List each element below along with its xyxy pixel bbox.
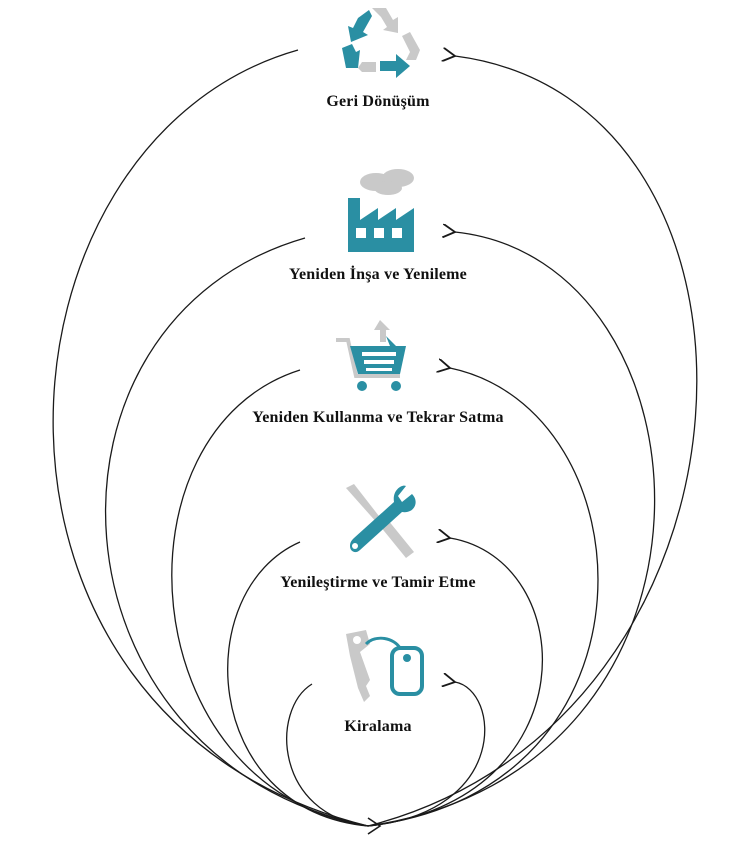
recycle-icon <box>342 8 420 78</box>
loop-rental-left <box>286 683 369 827</box>
stage-label-remanufacturing: Yeniden İnşa ve Yenileme <box>289 266 467 283</box>
loop-remanufacturing-left <box>105 237 369 827</box>
wrench-screwdriver-icon <box>346 484 416 558</box>
stage-label-recycling: Geri Dönüşüm <box>326 93 430 110</box>
stage-label-reuse-resale: Yeniden Kullanma ve Tekrar Satma <box>252 409 504 426</box>
loop-repair-right <box>367 538 544 827</box>
key-tag-icon <box>346 630 424 702</box>
convergence-arrowhead <box>367 817 382 835</box>
factory-icon <box>348 169 414 252</box>
loop-reuse-left <box>171 369 369 827</box>
loop-recycling-right <box>367 56 698 827</box>
loop-rental-right <box>367 682 486 827</box>
shopping-cart-icon <box>336 320 406 391</box>
loop-recycling-left <box>52 49 369 827</box>
loop-repair-left <box>227 541 369 827</box>
stage-label-refurbish-repair: Yenileştirme ve Tamir Etme <box>280 574 476 591</box>
loop-remanufacturing-right <box>367 232 656 827</box>
stage-label-rental: Kiralama <box>344 718 412 735</box>
loop-reuse-right <box>367 368 599 827</box>
